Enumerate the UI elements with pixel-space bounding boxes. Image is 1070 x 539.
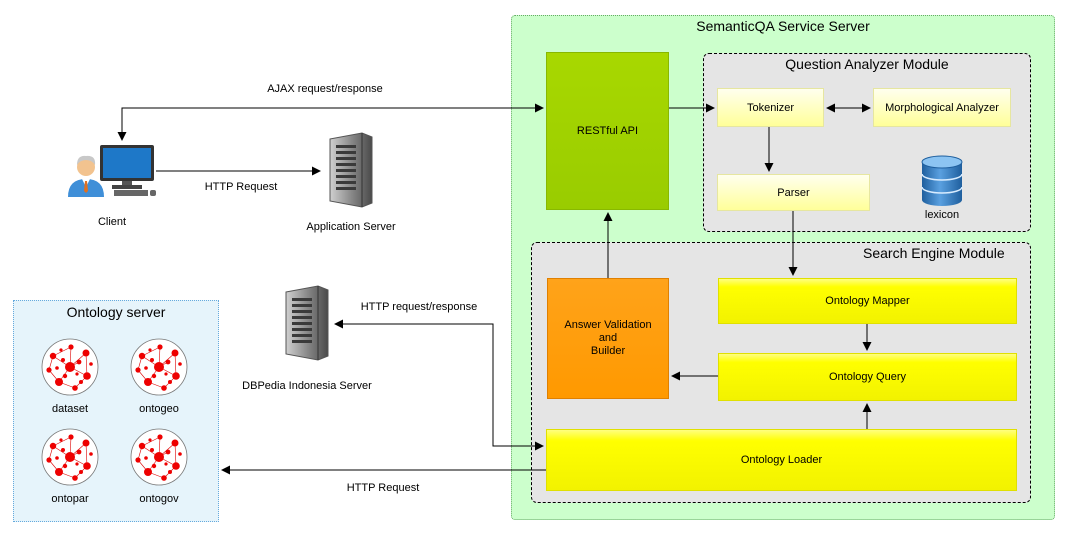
ontology-loader-label: Ontology Loader [740, 454, 823, 466]
client-computer-icon [68, 145, 156, 197]
ontology-item-ontogeo: ontogeo [139, 403, 179, 415]
ontology-server-panel [13, 300, 219, 522]
tokenizer-box: Tokenizer [717, 88, 824, 127]
edge-label-http-request-ontology: HTTP Request [346, 482, 420, 494]
restful-api-box: RESTful API [546, 52, 669, 210]
ontology-graph-icon [130, 428, 188, 486]
question-analyzer-title: Question Analyzer Module [785, 56, 949, 72]
parser-box: Parser [717, 174, 870, 211]
search-engine-title: Search Engine Module [863, 245, 1005, 261]
answer-label-line-3: Builder [590, 345, 626, 357]
client-label: Client [97, 216, 127, 228]
edge-label-http-rr-dbpedia: HTTP request/response [360, 301, 478, 313]
lexicon-label: lexicon [924, 209, 960, 221]
ontology-graph-icon [41, 338, 99, 396]
ontology-server-title: Ontology server [66, 304, 166, 320]
ontology-mapper-label: Ontology Mapper [825, 295, 910, 307]
ontology-loader-box: Ontology Loader [546, 429, 1017, 491]
tokenizer-label: Tokenizer [746, 101, 795, 114]
ontology-query-box: Ontology Query [718, 353, 1017, 401]
ontology-mapper-box: Ontology Mapper [718, 278, 1017, 324]
dbpedia-server-icon [285, 285, 329, 361]
ontology-item-ontopar: ontopar [51, 493, 89, 505]
morphological-analyzer-box: Morphological Analyzer [873, 88, 1011, 127]
ontology-query-label: Ontology Query [828, 371, 907, 383]
application-server-label: Application Server [306, 221, 396, 233]
edge-label-http-request-app: HTTP Request [204, 181, 278, 193]
ontology-graph-icon [41, 428, 99, 486]
edge-label-ajax: AJAX request/response [267, 83, 383, 95]
answer-label-line-1: Answer Validation [564, 319, 652, 331]
parser-label: Parser [777, 186, 810, 199]
ontology-graph-icon [130, 338, 188, 396]
dbpedia-server-label: DBPedia Indonesia Server [242, 380, 372, 392]
ontology-item-ontogov: ontogov [139, 493, 179, 505]
database-icon [921, 155, 963, 206]
answer-validation-builder-box: Answer Validation and Builder [547, 278, 669, 399]
application-server-icon [329, 132, 373, 208]
ontology-item-dataset: dataset [51, 403, 89, 415]
service-server-title: SemanticQA Service Server [696, 18, 870, 34]
morphological-analyzer-label: Morphological Analyzer [885, 101, 999, 114]
answer-label-line-2: and [598, 332, 618, 344]
restful-api-label: RESTful API [576, 125, 639, 137]
